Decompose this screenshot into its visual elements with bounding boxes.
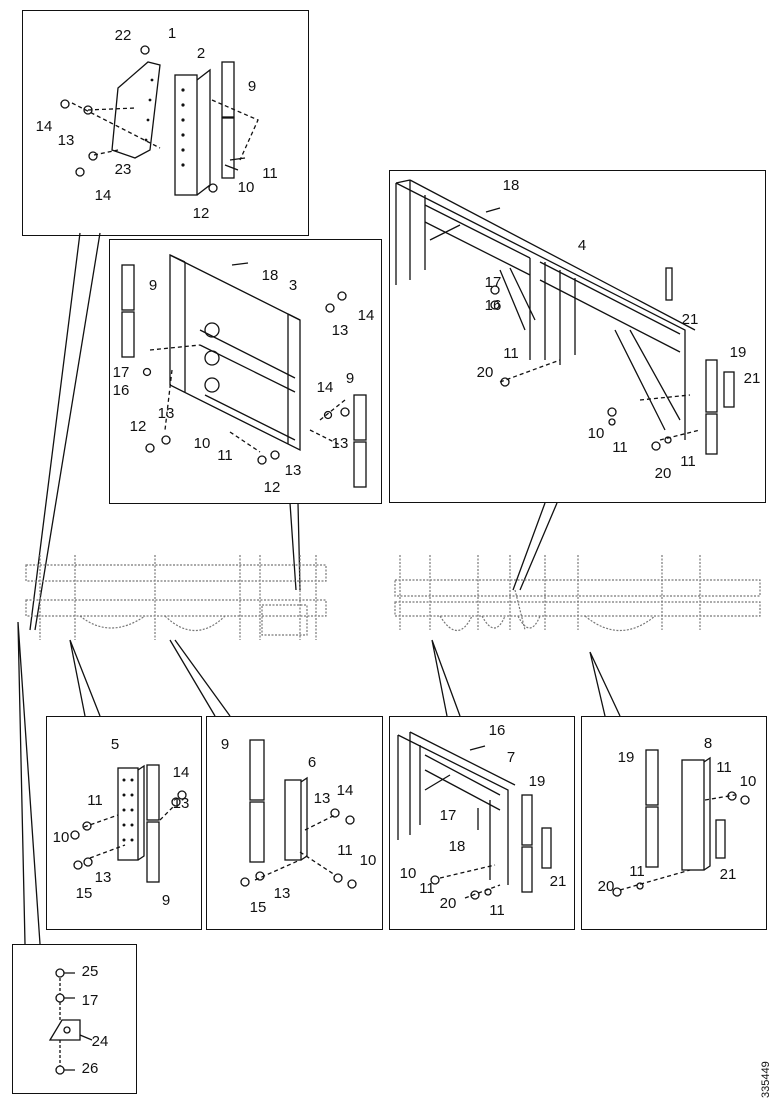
detail-panel-7: [581, 716, 767, 930]
callout-p1-9: 9: [248, 78, 256, 95]
callout-p4-13: 13: [173, 795, 190, 812]
callout-p6-10: 10: [400, 865, 417, 882]
callout-p7-21: 21: [720, 866, 737, 883]
callout-p8-25: 25: [82, 963, 99, 980]
callout-p4-15: 15: [76, 885, 93, 902]
callout-p2-10: 10: [194, 435, 211, 452]
detail-panel-3: [389, 170, 766, 503]
callout-p2-18: 18: [262, 267, 279, 284]
callout-p1-14: 14: [36, 118, 53, 135]
callout-p1-12: 12: [193, 205, 210, 222]
callout-p3-16: 16: [485, 297, 502, 314]
callout-p2-3: 3: [289, 277, 297, 294]
document-number: 335449: [760, 1061, 772, 1098]
callout-p5-15: 15: [250, 899, 267, 916]
callout-p1-14: 14: [95, 187, 112, 204]
callout-p3-20: 20: [655, 465, 672, 482]
callout-p3-17: 17: [485, 274, 502, 291]
callout-p8-26: 26: [82, 1060, 99, 1077]
callout-p7-11: 11: [716, 759, 732, 776]
callout-p4-5: 5: [111, 736, 119, 753]
callout-p2-17: 17: [113, 364, 130, 381]
callout-p1-11: 11: [262, 165, 278, 182]
callout-p3-4: 4: [578, 237, 586, 254]
callout-p6-7: 7: [507, 749, 515, 766]
callout-p6-11: 11: [419, 880, 435, 897]
callout-p5-13: 13: [314, 790, 331, 807]
callout-p5-11: 11: [337, 842, 353, 859]
callout-p7-11: 11: [629, 863, 645, 880]
callout-p2-14: 14: [358, 307, 375, 324]
callout-p1-22: 22: [115, 27, 132, 44]
callout-p1-23: 23: [115, 161, 132, 178]
callout-p1-10: 10: [238, 179, 255, 196]
callout-p6-20: 20: [440, 895, 457, 912]
callout-p4-11: 11: [87, 792, 103, 809]
callout-p3-11: 11: [680, 453, 696, 470]
callout-p2-13: 13: [332, 322, 349, 339]
callout-p4-10: 10: [53, 829, 70, 846]
callout-p3-10: 10: [588, 425, 605, 442]
callout-p3-21: 21: [682, 311, 699, 328]
detail-panel-2: [109, 239, 382, 504]
callout-p8-24: 24: [92, 1033, 109, 1050]
callout-p4-13: 13: [95, 869, 112, 886]
callout-p3-11: 11: [612, 439, 628, 456]
callout-p7-10: 10: [740, 773, 757, 790]
callout-p3-19: 19: [730, 344, 747, 361]
callout-p7-19: 19: [618, 749, 635, 766]
callout-p6-17: 17: [440, 807, 457, 824]
callout-p6-16: 16: [489, 722, 506, 739]
detail-panel-8: [12, 944, 137, 1094]
callout-p2-12: 12: [264, 479, 281, 496]
callout-p3-21: 21: [744, 370, 761, 387]
callout-p2-9: 9: [149, 277, 157, 294]
callout-p6-21: 21: [550, 873, 567, 890]
callout-p5-9: 9: [221, 736, 229, 753]
detail-panel-1: [22, 10, 309, 236]
callout-p5-14: 14: [337, 782, 354, 799]
callout-p6-19: 19: [529, 773, 546, 790]
callout-p2-13: 13: [285, 462, 302, 479]
callout-p7-20: 20: [598, 878, 615, 895]
callout-p1-1: 1: [168, 25, 176, 42]
callout-p3-18: 18: [503, 177, 520, 194]
callout-p2-13: 13: [332, 435, 349, 452]
callout-p1-2: 2: [197, 45, 205, 62]
callout-p6-18: 18: [449, 838, 466, 855]
callout-p5-10: 10: [360, 852, 377, 869]
callout-p2-14: 14: [317, 379, 334, 396]
callout-p2-12: 12: [130, 418, 147, 435]
callout-p3-11: 11: [503, 345, 519, 362]
detail-panel-4: [46, 716, 202, 930]
callout-p6-11: 11: [489, 902, 505, 919]
callout-p3-20: 20: [477, 364, 494, 381]
callout-p5-6: 6: [308, 754, 316, 771]
callout-p1-13: 13: [58, 132, 75, 149]
callout-p2-13: 13: [158, 405, 175, 422]
callout-p2-11: 11: [217, 447, 233, 464]
callout-p8-17: 17: [82, 992, 99, 1009]
callout-p2-16: 16: [113, 382, 130, 399]
callout-p2-9: 9: [346, 370, 354, 387]
callout-p7-8: 8: [704, 735, 712, 752]
callout-p4-14: 14: [173, 764, 190, 781]
callout-p5-13: 13: [274, 885, 291, 902]
callout-p4-9: 9: [162, 892, 170, 909]
